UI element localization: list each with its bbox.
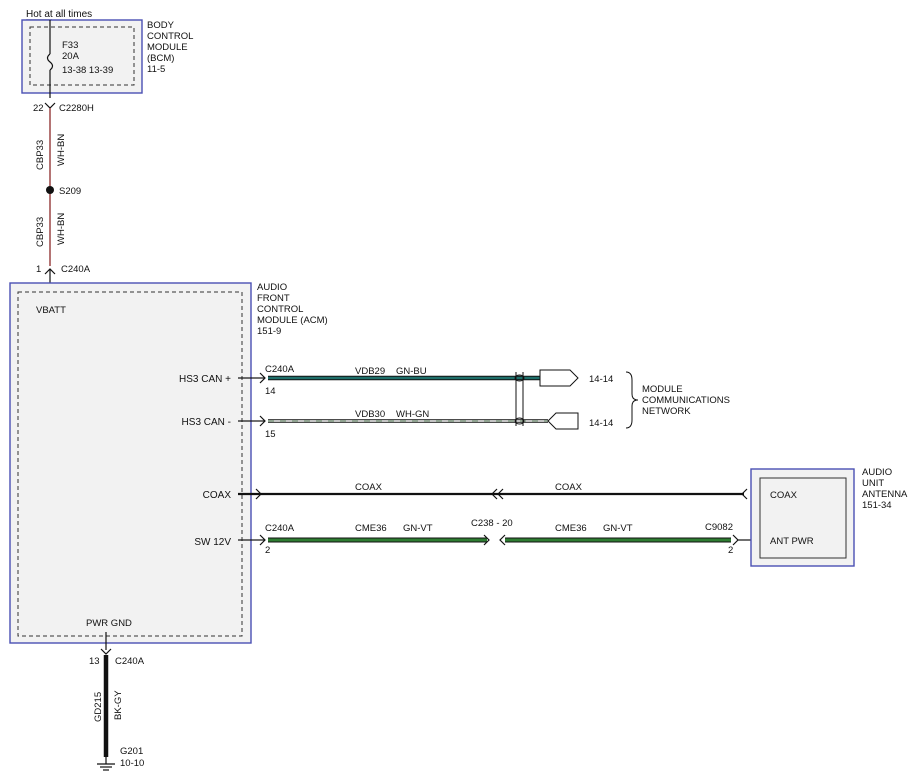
coax-acm-connector-icon xyxy=(255,488,262,500)
acm-hs3-plus-label: HS3 CAN + xyxy=(179,374,231,385)
c238-connector-right-icon xyxy=(499,534,506,546)
antenna-name-line: ANTENNA xyxy=(862,489,908,500)
fuse-id: F33 xyxy=(62,40,78,51)
bcm-inner-dash xyxy=(29,26,135,86)
wire-upper-circuit: CBP33 xyxy=(35,140,46,170)
antenna-module xyxy=(750,468,855,567)
bcm-name-line: (BCM) xyxy=(147,53,174,64)
twisted-pair-loop-top xyxy=(514,374,525,382)
ground-color: BK-GY xyxy=(113,690,124,720)
wire-vdb29-color: GN-BU xyxy=(396,366,427,377)
coax-inline-connector-left-icon xyxy=(491,488,498,500)
antenna-name-line: 151-34 xyxy=(862,500,892,511)
coax-right-label: COAX xyxy=(555,482,583,493)
acm-inner-dash xyxy=(17,291,243,637)
sw12v-pin-left: 2 xyxy=(265,545,270,556)
power-label: Hot at all times xyxy=(26,9,92,20)
sw12v-connector-left: C240A xyxy=(265,523,295,534)
ground-pin: 13 xyxy=(89,656,100,667)
ground-circuit: GD215 xyxy=(93,692,104,722)
antenna-inner-box xyxy=(759,477,847,559)
antenna-name-line: UNIT xyxy=(862,478,884,489)
sw12v-circuit-right: CME36 xyxy=(555,523,587,534)
ground-ref: 10-10 xyxy=(120,758,144,769)
acm-border xyxy=(9,282,252,644)
bcm-name-line: CONTROL xyxy=(147,31,193,42)
bcm-name-line: MODULE xyxy=(147,42,188,53)
bcm-name-line: BODY xyxy=(147,20,175,31)
acm-name: AUDIO FRONT CONTROL MODULE (ACM) 151-9 xyxy=(257,282,328,337)
sw12v-connector-right: C9082 xyxy=(705,522,733,533)
sw12v-inline-connector: C238 - 20 xyxy=(471,518,513,529)
wire-vdb30-circuit: VDB30 xyxy=(355,409,385,420)
bcm-name-line: 11-5 xyxy=(147,64,165,75)
bcm-border xyxy=(21,19,143,94)
acm-pwr-gnd-label: PWR GND xyxy=(86,618,132,629)
splice-s209-icon xyxy=(46,186,54,194)
acm-name-line: FRONT xyxy=(257,293,290,304)
antenna-border xyxy=(750,468,855,567)
acm-name-line: 151-9 xyxy=(257,326,281,337)
network-minus-arrow-icon xyxy=(547,412,579,430)
network-pin-plus: 14 xyxy=(265,386,276,397)
sw12v-color-right: GN-VT xyxy=(603,523,633,534)
network-brace-icon xyxy=(625,371,639,429)
antenna-name: AUDIO UNIT ANTENNA 151-34 xyxy=(862,467,908,511)
acm-module xyxy=(9,282,252,644)
coax-antenna-connector-icon xyxy=(741,488,748,500)
antenna-ant-pwr-label: ANT PWR xyxy=(770,536,814,547)
wire-lower-color: WH-BN xyxy=(56,213,67,245)
c240a-pin1: 1 xyxy=(36,264,41,275)
antenna-fill xyxy=(751,469,854,566)
antenna-name-line: AUDIO xyxy=(862,467,892,478)
acm-coax-label: COAX xyxy=(203,490,232,501)
wire-upper-color: WH-BN xyxy=(56,134,67,166)
twisted-pair-loop-bottom xyxy=(514,417,525,425)
network-label-line: COMMUNICATIONS xyxy=(642,395,730,406)
c240a-top-label: C240A xyxy=(61,264,91,275)
acm-hs3-minus-label: HS3 CAN - xyxy=(182,417,231,428)
network-label-line: MODULE xyxy=(642,384,683,395)
connector-c240a-pin13-icon xyxy=(100,648,112,655)
wire-vdb29-circuit: VDB29 xyxy=(355,366,385,377)
acm-name-line: AUDIO xyxy=(257,282,287,293)
sw12v-color-left: GN-VT xyxy=(403,523,433,534)
network-pin-minus: 15 xyxy=(265,429,276,440)
acm-sw12v-label: SW 12V xyxy=(194,537,231,548)
bcm-name: BODY CONTROL MODULE (BCM) 11-5 xyxy=(147,20,193,75)
fuse-rating: 20A xyxy=(62,51,80,62)
ground-connector: C240A xyxy=(115,656,145,667)
twisted-pair-icon xyxy=(515,372,524,426)
network-connector-label: C240A xyxy=(265,364,295,375)
network-plus-arrow-icon xyxy=(539,369,579,387)
connector-c9082-icon xyxy=(732,534,739,546)
connector-c2280h-icon xyxy=(44,102,56,109)
bcm-fill xyxy=(22,20,142,93)
sw12v-pin-right: 2 xyxy=(728,545,733,556)
acm-vbatt-label: VBATT xyxy=(36,305,66,316)
wire-vdb30-color: WH-GN xyxy=(396,409,429,420)
sw12v-circuit-left: CME36 xyxy=(355,523,387,534)
ground-id: G201 xyxy=(120,746,143,757)
splice-label: S209 xyxy=(59,186,81,197)
c238-connector-left-icon xyxy=(483,534,490,546)
network-ref-plus: 14-14 xyxy=(589,374,613,385)
acm-name-line: MODULE (ACM) xyxy=(257,315,328,326)
c2280h-label: C2280H xyxy=(59,103,94,114)
fuse-page-refs: 13-38 13-39 xyxy=(62,65,113,76)
network-ref-minus: 14-14 xyxy=(589,418,613,429)
fuse-icon xyxy=(46,53,54,71)
acm-fill xyxy=(10,283,251,643)
network-label-line: NETWORK xyxy=(642,406,691,417)
c2280h-pin: 22 xyxy=(33,103,44,114)
coax-inline-connector-right-icon xyxy=(497,488,504,500)
antenna-coax-label: COAX xyxy=(770,490,798,501)
coax-left-label: COAX xyxy=(355,482,383,493)
wire-lower-circuit: CBP33 xyxy=(35,217,46,247)
bcm-module xyxy=(21,19,143,94)
acm-name-line: CONTROL xyxy=(257,304,303,315)
